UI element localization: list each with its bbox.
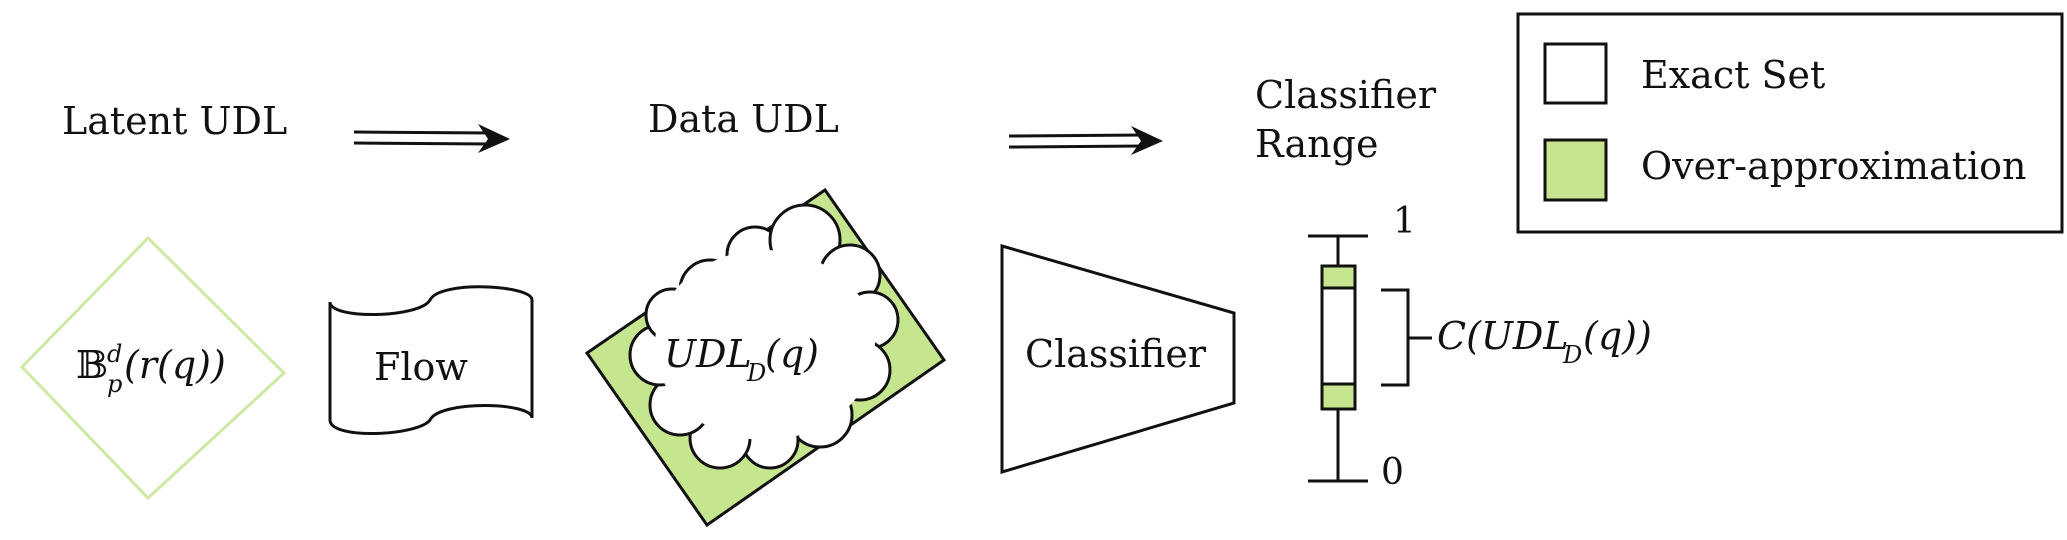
data-udl-cloud-core [655, 250, 875, 440]
data-udl-label: Data UDL [648, 97, 839, 141]
data-udl-label: UDL D (q) [664, 332, 819, 390]
legend-exact-label: Exact Set [1641, 53, 1825, 97]
implication-arrow-2 [1008, 126, 1163, 155]
latent-ball-label: 𝔹 d p (r(q)) [76, 327, 226, 401]
legend-exact-swatch [1543, 42, 1608, 105]
classifier-range-label-line1: Classifier [1255, 73, 1437, 117]
range-bar-exact [1320, 286, 1357, 386]
classifier-output-label: C(UDL D (q)) [1437, 314, 1652, 372]
legend-overapprox-label: Over-approximation [1641, 144, 2027, 188]
classifier-label: Classifier [1025, 332, 1207, 376]
range-bottom-tick-label: 0 [1381, 452, 1404, 493]
latent-udl-label: Latent UDL [62, 99, 287, 143]
flow-label: Flow [374, 345, 468, 389]
legend-overapprox-swatch [1543, 138, 1608, 202]
classifier-shape [1000, 244, 1236, 475]
implication-arrow-1 [353, 124, 510, 153]
classifier-range-label-line2: Range [1255, 122, 1378, 166]
latent-ball-diamond [19, 235, 287, 501]
flow-shape [328, 285, 534, 435]
output-bracket [1381, 288, 1432, 387]
legend-box [1516, 12, 2064, 234]
range-top-tick-label: 1 [1393, 201, 1416, 242]
